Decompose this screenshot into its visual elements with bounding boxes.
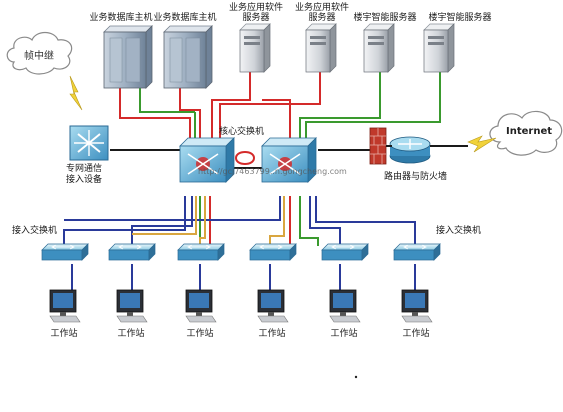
frame-relay-label: 帧中继 <box>24 51 54 62</box>
db-host-label: 业务数据库主机 <box>153 13 217 23</box>
smart-server-label: 楼宇智能服务器 <box>353 13 417 23</box>
app-server-label: 服务器 <box>308 13 336 23</box>
watermark: http://gcj7463799..n.gongcheng.com <box>198 167 347 176</box>
lightning-icon <box>467 135 497 153</box>
smart-building-server-icon <box>363 23 395 73</box>
router-icon <box>389 136 431 164</box>
app-server-label: 业务应用软件 <box>294 3 350 13</box>
connection-lines <box>63 72 441 290</box>
internet-label: Internet <box>506 126 553 137</box>
app-server-icon <box>239 23 271 73</box>
workstation-label: 工作站 <box>186 329 214 339</box>
internet-cloud-icon <box>489 110 563 156</box>
private-network-label: 专网通信 <box>66 164 103 174</box>
core-switch-icon <box>179 137 235 183</box>
private-network-label: 接入设备 <box>66 175 103 185</box>
access-switch-icon <box>177 243 225 261</box>
firewall-icon <box>369 127 387 165</box>
core-switch-label: 核心交换机 <box>219 127 265 137</box>
db-host-label: 业务数据库主机 <box>89 13 153 23</box>
workstation-label: 工作站 <box>117 329 145 339</box>
access-switch-icon <box>41 243 89 261</box>
access-switch-icon <box>108 243 156 261</box>
access-switch-label: 接入交换机 <box>12 226 58 236</box>
workstation-label: 工作站 <box>402 329 430 339</box>
smart-building-server-icon <box>423 23 455 73</box>
workstation-label: 工作站 <box>330 329 358 339</box>
workstation-label: 工作站 <box>50 329 78 339</box>
lightning-icon <box>69 75 83 111</box>
workstation-monitor-icon <box>185 289 217 323</box>
access-switch-label: 接入交换机 <box>436 226 482 236</box>
workstation-monitor-icon <box>116 289 148 323</box>
access-switch-icon <box>393 243 441 261</box>
access-switch-icon <box>249 243 297 261</box>
workstation-monitor-icon <box>329 289 361 323</box>
workstation-monitor-icon <box>401 289 433 323</box>
app-server-label: 业务应用软件 <box>228 3 284 13</box>
frame-relay-cloud-icon <box>6 31 73 75</box>
core-switch-icon <box>261 137 317 183</box>
db-host-server-icon <box>163 25 213 89</box>
access-switch-icon <box>321 243 369 261</box>
private-network-device-icon <box>69 125 109 161</box>
db-host-server-icon <box>103 25 153 89</box>
router-firewall-label: 路由器与防火墙 <box>384 172 448 182</box>
app-server-label: 服务器 <box>242 13 270 23</box>
workstation-monitor-icon <box>257 289 289 323</box>
stray-dot <box>354 375 358 379</box>
smart-server-label: 楼宇智能服务器 <box>428 13 492 23</box>
app-server-icon <box>305 23 337 73</box>
workstation-label: 工作站 <box>258 329 286 339</box>
workstation-monitor-icon <box>49 289 81 323</box>
